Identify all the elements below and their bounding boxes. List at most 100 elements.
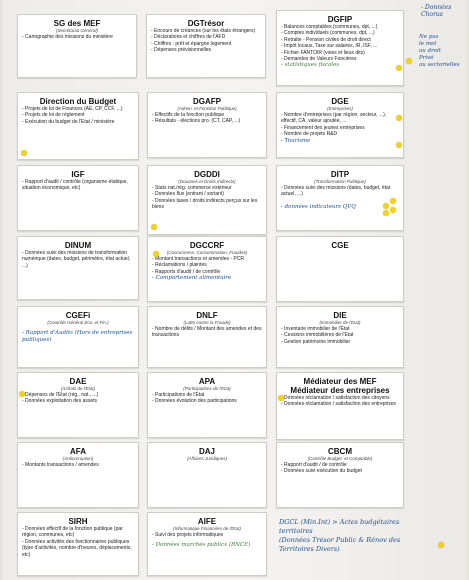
yellow-sticker-dot bbox=[21, 150, 27, 156]
card-title: DAE bbox=[69, 377, 87, 386]
card-item: - Données réclamation / satisfaction des… bbox=[281, 395, 390, 401]
yellow-sticker-dot bbox=[383, 203, 389, 209]
card-item: - Données exploitation des assets bbox=[22, 398, 98, 405]
card-item: - Données taxes / droits indirects perçu… bbox=[152, 197, 258, 211]
card-item: - Suivi des projets informatiques bbox=[152, 532, 224, 538]
card-mediateur: Médiateur des MEF Médiateur des entrepri… bbox=[276, 372, 404, 440]
card-title: AFA bbox=[70, 447, 86, 456]
handwritten-note: - Tourisme bbox=[281, 137, 311, 144]
card-title: DITP bbox=[330, 170, 350, 179]
card-subtitle: (Contrôle Général Eco. et Fin.) bbox=[47, 320, 109, 325]
card-dgafp: DGAFP (Admin. et Fonction Publique) - Ef… bbox=[147, 92, 267, 158]
card-item: - Demandes de Valeurs Foncières bbox=[281, 56, 357, 63]
yellow-sticker-dot bbox=[438, 542, 444, 548]
card-item: - Encours de créances (sur les états étr… bbox=[151, 28, 256, 34]
card-item: - Données suivi exécution du budget bbox=[281, 468, 362, 475]
card-daj: DAJ (Affaires Juridiques) bbox=[147, 442, 267, 508]
card-item: - Montant transactions et amendes - PCR bbox=[152, 256, 244, 262]
card-title: DINUM bbox=[64, 241, 92, 250]
note-donnees-chorus: - Données Chorus bbox=[421, 4, 452, 18]
handwritten-note: - Comportement alimentaire bbox=[152, 275, 232, 282]
card-item: - Inventaire immobilier de l'Etat bbox=[281, 326, 350, 332]
card-dge: DGE (Entreprises) - Nombre d'entreprises… bbox=[276, 92, 404, 158]
handwritten-note: - Données marchés publics (RNCE) bbox=[152, 542, 251, 549]
card-cbcm: CBCM (Contrôle Budget. et Comptable) - R… bbox=[276, 442, 404, 508]
card-item: - Participations de l'Etat bbox=[152, 392, 205, 398]
card-item: - Montants transactions / amendes bbox=[22, 462, 99, 468]
card-item: - Données suivi des missions (dates, bud… bbox=[281, 185, 391, 198]
card-item: - Exécution du budget de l'Etat / minist… bbox=[22, 118, 115, 125]
card-item: - Balances comptables (communes, dpt, ..… bbox=[281, 24, 378, 30]
card-title: CGEFi bbox=[65, 311, 91, 320]
card-subtitle: (Secrétariat Général) bbox=[55, 28, 99, 33]
card-cge: CGE bbox=[276, 236, 404, 302]
card-item: - Réclamations / plaintes bbox=[152, 262, 207, 269]
card-item: - Données flux (entrant / sortant) bbox=[152, 191, 224, 198]
card-item: - Cessions immobilières de l'Etat bbox=[281, 332, 354, 339]
card-title: DNLF bbox=[196, 311, 218, 320]
card-item: - Retraite - Pension civiles de droit di… bbox=[281, 36, 371, 43]
card-title: DAJ bbox=[198, 447, 215, 456]
card-item: - Dépenses de l'Etat (rég., nat., ...) bbox=[22, 392, 99, 398]
card-item: - Projets de loi de Finances (AE, CP, CC… bbox=[22, 106, 123, 112]
yellow-sticker-dot bbox=[396, 142, 402, 148]
card-title: DGFIP bbox=[327, 15, 353, 24]
yellow-sticker-dot bbox=[396, 115, 402, 121]
card-title: AIFE bbox=[197, 517, 217, 526]
card-subtitle: (Entreprises) bbox=[327, 106, 353, 111]
yellow-sticker-dot bbox=[390, 198, 396, 204]
card-item: - Financement des jeunes entreprises bbox=[281, 124, 365, 131]
card-afa: AFA (Anticorruption) - Montants transact… bbox=[17, 442, 139, 508]
card-item: - Stats nat./rég. commerce extérieur bbox=[152, 185, 232, 191]
card-item: - Nombre de projets R&D bbox=[281, 131, 338, 138]
card-subtitle: (Lutte contre la Fraude) bbox=[183, 320, 231, 325]
card-item: - Données suivi des missions de transfor… bbox=[22, 250, 131, 269]
handwritten-note: - statistiques fiscales bbox=[281, 62, 340, 69]
yellow-sticker-dot bbox=[383, 210, 389, 216]
card-title: Direction du Budget bbox=[39, 97, 117, 106]
card-item: - Chiffres : prêt et épargne logement bbox=[151, 40, 232, 47]
card-title: CGE bbox=[331, 241, 349, 250]
card-title: DGTrésor bbox=[187, 19, 225, 28]
card-die: DIE (Immobilier de l'Etat) - Inventaire … bbox=[276, 306, 404, 368]
paper-board: SG des MEF (Secrétariat Général) - Carto… bbox=[3, 0, 466, 580]
card-subtitle: (Informatique Financière de l'Etat) bbox=[173, 526, 241, 531]
yellow-sticker-dot bbox=[19, 391, 25, 397]
card-sg-mef: SG des MEF (Secrétariat Général) - Carto… bbox=[17, 14, 137, 78]
handwritten-note: - données indicateurs QVQ bbox=[281, 203, 356, 210]
card-item: - Déclarations et chiffres de l'AFD bbox=[151, 34, 226, 41]
card-item: - Rapports d'audit / de contrôle bbox=[152, 268, 221, 275]
card-subtitle: (Admin. et Fonction Publique) bbox=[177, 106, 237, 111]
card-item: - Gestion patrimoine immobilier bbox=[281, 338, 351, 345]
yellow-sticker-dot bbox=[406, 58, 412, 64]
card-title: DGCCRF bbox=[189, 241, 225, 250]
card-dnlf: DNLF (Lutte contre la Fraude) - Nombre d… bbox=[147, 306, 267, 368]
card-ditp: DITP (Transformation Publique) - Données… bbox=[276, 165, 404, 231]
card-item: - Dépenses prévisionnelles bbox=[151, 47, 212, 54]
card-subtitle: (Anticorruption) bbox=[62, 456, 94, 461]
card-item: - Données effectif de la fonction publiq… bbox=[22, 526, 123, 539]
note-dgcl: DGCL (Min.Int) > Actes budgétaires terri… bbox=[279, 518, 401, 553]
card-title: SG des MEF bbox=[53, 19, 101, 28]
yellow-sticker-dot bbox=[390, 207, 396, 213]
card-title: DIE bbox=[333, 311, 347, 320]
card-apa: APA (Participations de l'Etat) - Partici… bbox=[147, 372, 267, 438]
handwritten-note: - Rapport d'Audits (Hors de entreprises … bbox=[22, 330, 133, 343]
card-dgccrf: DGCCRF (Concurrence, Consommation, Fraud… bbox=[147, 236, 267, 302]
yellow-sticker-dot bbox=[153, 251, 159, 257]
card-title: SIRH bbox=[68, 517, 88, 526]
card-igf: IGF - Rapport d'audit / contrôle (organi… bbox=[17, 165, 139, 231]
card-item: - Comptes individuels (communes, dpt, ..… bbox=[281, 30, 375, 37]
card-title: DGE bbox=[331, 97, 349, 106]
card-title-second: Médiateur des entreprises bbox=[290, 386, 390, 395]
note-side-annotation: Ne pas le met au droit Privé au sectorie… bbox=[419, 34, 460, 68]
card-title: APA bbox=[198, 377, 216, 386]
yellow-sticker-dot bbox=[151, 224, 157, 230]
card-item: - Rapport d'audit / contrôle (organisme … bbox=[22, 179, 128, 192]
card-title: DGAFP bbox=[193, 97, 221, 106]
card-item: - Fichier FANTOIR (voies et lieux dits) bbox=[281, 49, 365, 56]
card-item: - Rapport d'audit / de contrôle bbox=[281, 462, 347, 468]
card-dae: DAE (Achats de l'Etat) - Dépenses de l'E… bbox=[17, 372, 139, 438]
card-title: DGDDI bbox=[194, 170, 220, 179]
card-aife: AIFE (Informatique Financière de l'Etat)… bbox=[147, 512, 267, 576]
